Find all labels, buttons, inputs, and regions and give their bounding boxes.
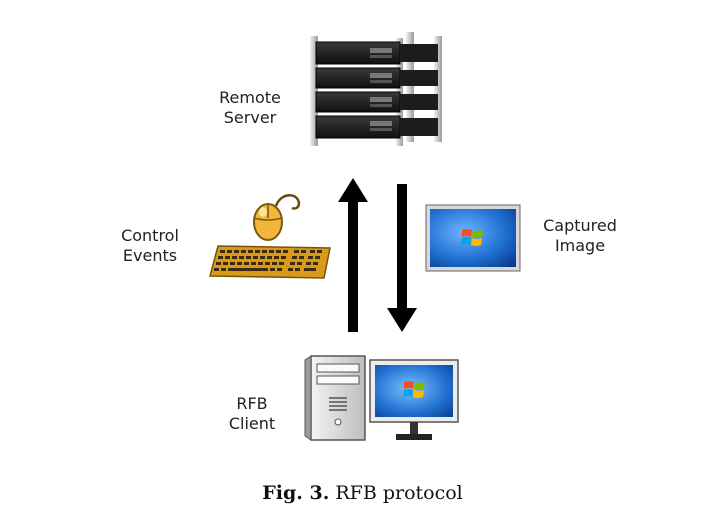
remote-server-label-line2: Server <box>223 108 277 127</box>
captured-image-label: Captured Image <box>528 216 632 256</box>
down-arrow <box>387 184 417 332</box>
keyboard-icon <box>209 245 331 279</box>
control-events-label: Control Events <box>100 226 200 266</box>
pc-tower-icon <box>304 355 366 441</box>
figure-caption-prefix: Fig. 3. <box>262 482 330 504</box>
mouse-icon <box>253 193 301 241</box>
figure-caption-text: RFB protocol <box>335 482 463 504</box>
captured-image-label-line2: Image <box>554 236 606 255</box>
captured-image-label-line1: Captured <box>543 216 617 235</box>
figure-caption: Fig. 3.RFB protocol <box>0 482 725 504</box>
remote-server-label-line1: Remote <box>219 88 281 107</box>
rfb-client-label: RFB Client <box>212 394 292 434</box>
remote-server-label: Remote Server <box>200 88 300 128</box>
control-events-label-line2: Events <box>122 246 178 265</box>
rfb-client-label-line2: Client <box>228 414 276 433</box>
control-events-label-line1: Control <box>121 226 179 245</box>
up-arrow <box>338 178 368 332</box>
windows-screen-icon <box>425 204 521 272</box>
monitor-icon <box>369 359 459 440</box>
server-rack-icon <box>310 32 442 146</box>
rfb-client-label-line1: RFB <box>236 394 268 413</box>
